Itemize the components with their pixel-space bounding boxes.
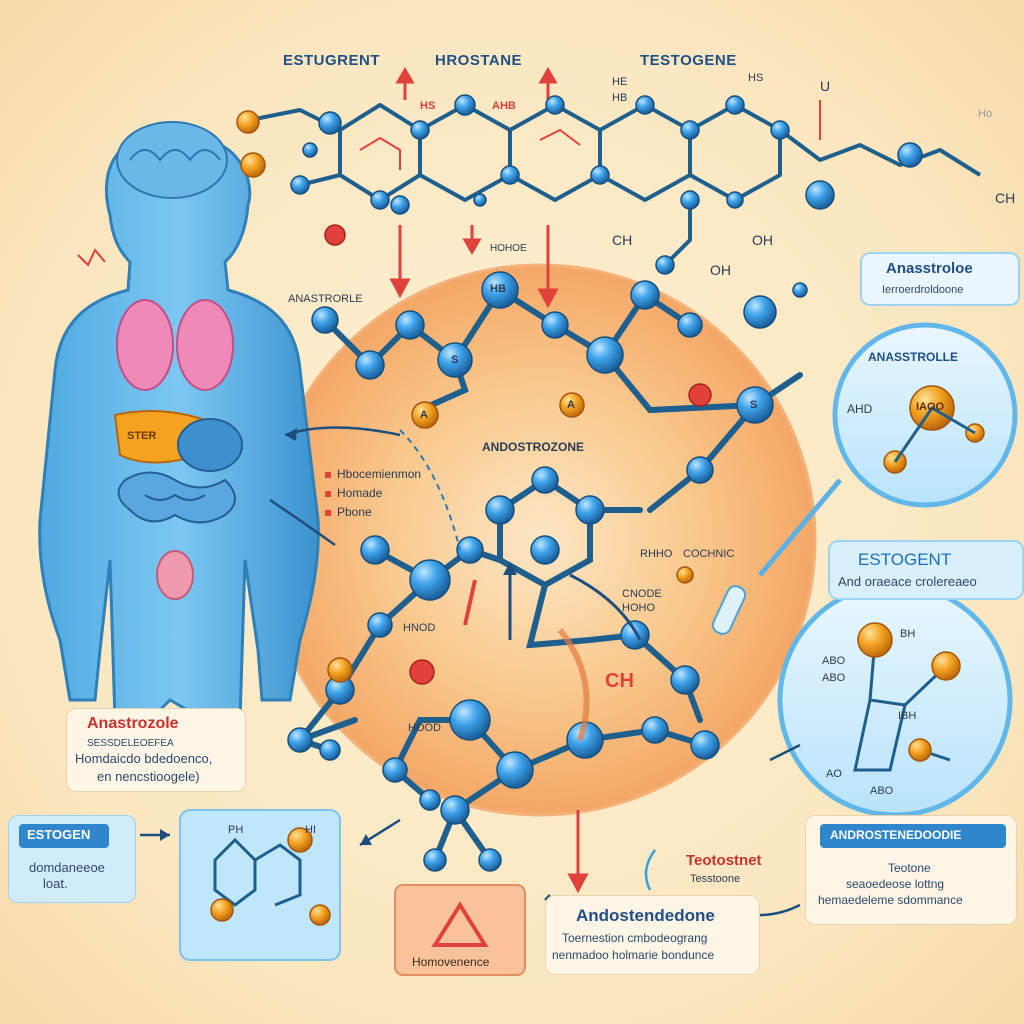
atom-label: AHB bbox=[492, 100, 516, 112]
atom-label: Ho bbox=[978, 108, 993, 120]
atom-label: HE bbox=[612, 76, 628, 88]
estogen-line: domdaneeoe bbox=[29, 860, 105, 875]
androstenedione-line: nenmadoo holmarie bondunce bbox=[552, 948, 715, 962]
magnifier-label: ABO bbox=[822, 655, 846, 667]
anastrozole-title: Anastrozole bbox=[87, 715, 179, 732]
center-note: RHHO bbox=[640, 548, 673, 560]
atom-label: OH bbox=[710, 262, 731, 278]
ch-label: CH bbox=[605, 670, 634, 692]
atom-label: HS bbox=[420, 100, 436, 112]
legend-item: Hbocemienmon bbox=[325, 467, 421, 481]
andro-right-line: seaoedeose lottng bbox=[846, 877, 945, 891]
warning-label: Homovenence bbox=[412, 955, 490, 969]
estogen-title: ESTOGEN bbox=[27, 827, 91, 842]
top-label-estugrent: ESTUGRENT bbox=[283, 52, 381, 69]
androstenedione-card: Andostendedone Toernestion cmbodeograng … bbox=[545, 895, 760, 975]
magnifier-top-atom: IAOO bbox=[916, 401, 945, 413]
molecule-box bbox=[179, 809, 341, 961]
warning-triangle-icon bbox=[431, 901, 489, 947]
reaction-arrows bbox=[389, 67, 589, 894]
blue-atoms bbox=[287, 94, 923, 872]
magnifier-bottom bbox=[777, 582, 1013, 818]
andro-right-line: Teotone bbox=[888, 861, 931, 875]
atom-label: CH bbox=[995, 190, 1016, 206]
atom-label: OH bbox=[752, 232, 773, 248]
anastrozole-line: SESSDELEOEFEA bbox=[87, 738, 174, 749]
magnifier-label: AO bbox=[826, 768, 842, 780]
top-label-testogene: TESTOGENE bbox=[640, 52, 737, 69]
andro-right-title-bar bbox=[820, 824, 1006, 848]
center-note: COCHNIC bbox=[683, 548, 735, 560]
arrow-label: HOHOE bbox=[490, 243, 527, 254]
atom-label: A bbox=[420, 409, 428, 421]
intestines bbox=[117, 471, 236, 524]
center-note: HNOD bbox=[403, 622, 436, 634]
molecule-box-label: HI bbox=[305, 824, 316, 836]
anastrozole-line: en nencstioogele) bbox=[97, 769, 200, 784]
lungs bbox=[116, 299, 174, 391]
anasstroloe-card: Anasstroloe Ierroerdroldoone bbox=[860, 252, 1020, 306]
magnifier-label: ABO bbox=[870, 785, 894, 797]
estogen-line: loat. bbox=[43, 876, 68, 891]
androstenedione-title: Andostendedone bbox=[576, 906, 715, 925]
anastrozole-card: Anastrozole SESSDELEOEFEA Homdaicdo bded… bbox=[66, 708, 246, 792]
center-note: HOOD bbox=[408, 722, 441, 734]
center-note: HOHO bbox=[622, 602, 655, 614]
estogent-title: ESTOGENT bbox=[858, 550, 952, 569]
atom-label: HB bbox=[490, 283, 506, 295]
anasstroloe-subtitle: Ierroerdroldoone bbox=[882, 284, 964, 296]
magnifier-top-title: ANASSTROLLE bbox=[868, 350, 958, 364]
anasstroloe-title: Anasstroloe bbox=[886, 260, 973, 277]
center-left-label: ANASTRORLE bbox=[288, 293, 363, 305]
andro-right-title: ANDROSTENEDOODIE bbox=[830, 828, 962, 842]
molecule-box-label: PH bbox=[228, 824, 244, 836]
human-figure bbox=[38, 121, 320, 722]
magnifier-label: ABO bbox=[822, 672, 846, 684]
center-note: CNODE bbox=[622, 588, 662, 600]
top-red-highlights bbox=[359, 100, 821, 170]
atom-label: A bbox=[567, 399, 575, 411]
magnifier-label: BH bbox=[900, 628, 916, 640]
atom-label: U bbox=[820, 78, 831, 94]
atom-label: HS bbox=[748, 72, 764, 84]
andro-right-card: ANDROSTENEDOODIE Teotone seaoedeose lott… bbox=[805, 815, 1017, 925]
center-title: ANDOSTROZONE bbox=[482, 440, 584, 454]
warning-box bbox=[394, 884, 526, 976]
magnifier-label: IBH bbox=[898, 710, 917, 722]
atom-label: CH bbox=[612, 232, 633, 248]
andro-right-line: hemaedeleme sdommance bbox=[818, 893, 963, 907]
estogen-card: ESTOGEN domdaneeoe loat. bbox=[8, 815, 136, 903]
anastrozole-line: Homdaicdo bdedoenco, bbox=[75, 751, 213, 766]
estogent-subtitle: And oraeace crolereaeo bbox=[838, 574, 977, 589]
atom-label: S bbox=[750, 399, 758, 411]
red-markers bbox=[324, 224, 712, 685]
organ-label: STER bbox=[127, 430, 157, 442]
legend-item: Homade bbox=[325, 486, 382, 500]
atom-label: HB bbox=[612, 92, 628, 104]
atom-label: S bbox=[451, 354, 459, 366]
androstenedione-line: Toernestion cmbodeograng bbox=[562, 931, 708, 945]
top-label-hrostane: HROSTANE bbox=[435, 52, 523, 69]
legend-item: Pbone bbox=[325, 505, 372, 519]
testostnet-title: Teotostnet bbox=[686, 852, 762, 869]
estogen-title-bar bbox=[19, 824, 109, 848]
testostnet-sub: Tesstoone bbox=[690, 873, 741, 885]
magnifier-top-left: AHD bbox=[847, 402, 873, 416]
estogent-card: ESTOGENT And oraeace crolereaeo bbox=[828, 540, 1024, 600]
